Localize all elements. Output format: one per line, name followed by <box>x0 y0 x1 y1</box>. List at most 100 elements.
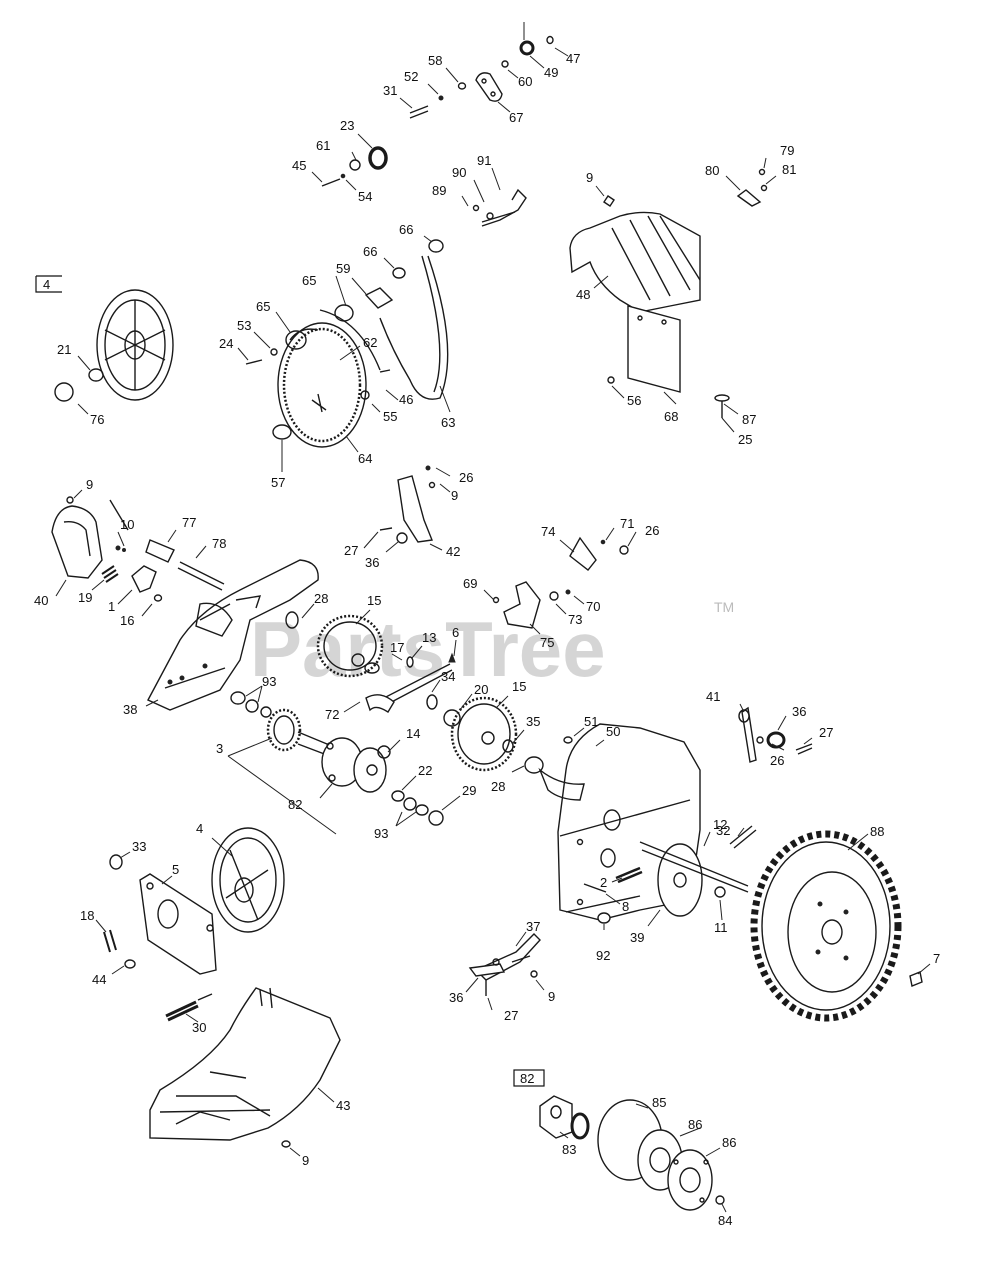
callout-22: 22 <box>418 763 432 778</box>
callout-36a: 36 <box>365 555 379 570</box>
callout-6: 6 <box>452 625 459 640</box>
callout-28b: 28 <box>491 779 505 794</box>
callout-47: 47 <box>566 51 580 66</box>
inset-box-4: 4 <box>35 275 62 293</box>
callout-11: 11 <box>714 920 728 935</box>
callout-79: 79 <box>780 143 794 158</box>
callout-63: 63 <box>441 415 455 430</box>
callout-36c: 36 <box>449 990 463 1005</box>
callout-35: 35 <box>526 714 540 729</box>
callout-86b: 86 <box>722 1135 736 1150</box>
callout-86a: 86 <box>688 1117 702 1132</box>
callout-52: 52 <box>404 69 418 84</box>
callout-17: 17 <box>390 640 404 655</box>
callout-77: 77 <box>182 515 196 530</box>
callout-24: 24 <box>219 336 233 351</box>
callout-57: 57 <box>271 475 285 490</box>
callout-70: 70 <box>586 599 600 614</box>
callout-16: 16 <box>120 613 134 628</box>
callout-82: 82 <box>288 797 302 812</box>
callout-38: 38 <box>123 702 137 717</box>
callout-5: 5 <box>172 862 179 877</box>
callout-91: 91 <box>477 153 491 168</box>
callout-29: 29 <box>462 783 476 798</box>
callout-64: 64 <box>358 451 372 466</box>
callout-74: 74 <box>541 524 555 539</box>
callout-labels: 47 49 60 58 52 31 67 23 61 45 54 91 90 8… <box>34 51 940 1228</box>
callout-33: 33 <box>132 839 146 854</box>
callout-28a: 28 <box>314 591 328 606</box>
callout-27c: 27 <box>504 1008 518 1023</box>
callout-14: 14 <box>406 726 420 741</box>
callout-65a: 65 <box>302 273 316 288</box>
callout-43: 43 <box>336 1098 350 1113</box>
callout-58: 58 <box>428 53 442 68</box>
callout-68: 68 <box>664 409 678 424</box>
callout-78: 78 <box>212 536 226 551</box>
callout-42: 42 <box>446 544 460 559</box>
callout-84: 84 <box>718 1213 732 1228</box>
callout-44: 44 <box>92 972 106 987</box>
callout-75: 75 <box>540 635 554 650</box>
callout-72: 72 <box>325 707 339 722</box>
callout-32: 32 <box>716 823 730 838</box>
callout-90: 90 <box>452 165 466 180</box>
callout-73: 73 <box>568 612 582 627</box>
callout-81: 81 <box>782 162 796 177</box>
callout-85: 85 <box>652 1095 666 1110</box>
callout-36b: 36 <box>792 704 806 719</box>
callout-12: 12 <box>713 817 727 832</box>
callout-87: 87 <box>742 412 756 427</box>
part-drawings <box>51 22 923 1211</box>
callout-45: 45 <box>292 158 306 173</box>
partstree-watermark-tm: TM <box>714 599 734 615</box>
callout-51: 51 <box>584 714 598 729</box>
callout-48: 48 <box>576 287 590 302</box>
callout-66a: 66 <box>399 222 413 237</box>
callout-34: 34 <box>441 669 455 684</box>
callout-93b: 93 <box>374 826 388 841</box>
callout-83: 83 <box>562 1142 576 1157</box>
callout-60: 60 <box>518 74 532 89</box>
callout-66b: 66 <box>363 244 377 259</box>
callout-89: 89 <box>432 183 446 198</box>
callout-76: 76 <box>90 412 104 427</box>
callout-65b: 65 <box>256 299 270 314</box>
callout-25: 25 <box>738 432 752 447</box>
callout-15a: 15 <box>367 593 381 608</box>
callout-9a: 9 <box>586 170 593 185</box>
callout-41: 41 <box>706 689 720 704</box>
callout-18: 18 <box>80 908 94 923</box>
callout-10: 10 <box>120 517 134 532</box>
callout-46: 46 <box>399 392 413 407</box>
callout-88: 88 <box>870 824 884 839</box>
callout-26a: 26 <box>459 470 473 485</box>
callout-93a: 93 <box>262 674 276 689</box>
callout-39: 39 <box>630 930 644 945</box>
callout-20: 20 <box>474 682 488 697</box>
callout-8: 8 <box>622 899 629 914</box>
callout-37: 37 <box>526 919 540 934</box>
callout-61: 61 <box>316 138 330 153</box>
callout-3: 3 <box>216 741 223 756</box>
callout-67: 67 <box>509 110 523 125</box>
callout-4: 4 <box>196 821 203 836</box>
callout-50: 50 <box>606 724 620 739</box>
callout-92: 92 <box>596 948 610 963</box>
callout-59: 59 <box>336 261 350 276</box>
callout-9b: 9 <box>451 488 458 503</box>
callout-23: 23 <box>340 118 354 133</box>
callout-54: 54 <box>358 189 372 204</box>
callout-9c: 9 <box>86 477 93 492</box>
callout-56: 56 <box>627 393 641 408</box>
callout-69: 69 <box>463 576 477 591</box>
callout-15b: 15 <box>512 679 526 694</box>
svg-text:82: 82 <box>520 1071 534 1086</box>
callout-13: 13 <box>422 630 436 645</box>
callout-21: 21 <box>57 342 71 357</box>
callout-1: 1 <box>108 599 115 614</box>
callout-26c: 26 <box>770 753 784 768</box>
partstree-watermark: PartsTree <box>250 605 606 693</box>
svg-text:4: 4 <box>43 277 50 292</box>
callout-2: 2 <box>600 875 607 890</box>
